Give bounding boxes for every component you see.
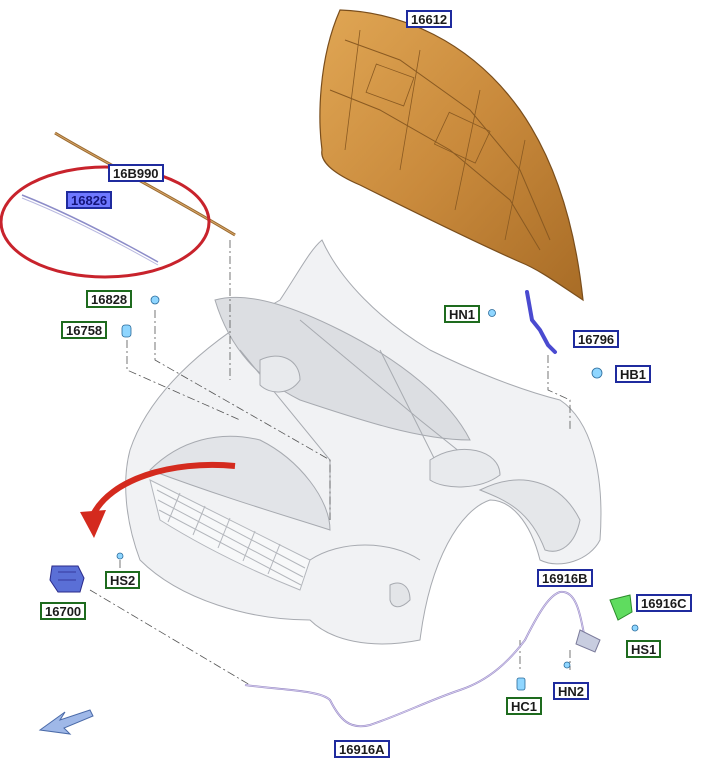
- callout-bumper: 16758: [61, 321, 108, 339]
- callout-cable-clip: HC1: [506, 697, 543, 715]
- callout-hinge-nut: HN1: [444, 305, 481, 323]
- hood-latch: [49, 565, 85, 593]
- callout-handle-nut: HN2: [553, 682, 590, 700]
- callout-hood-seal-upper: 16B990: [108, 164, 164, 182]
- callout-cable-b: 16916B: [537, 569, 593, 587]
- red-curved-arrow-icon: [80, 462, 236, 538]
- callout-latch-screw: HS2: [105, 571, 141, 589]
- callout-latch: 16700: [40, 602, 87, 620]
- callout-handle: 16916C: [636, 594, 692, 612]
- weatherstrip: [21, 194, 159, 263]
- callout-hood-seal: 16826: [66, 191, 113, 209]
- callout-clip: 16828: [86, 290, 133, 308]
- hood-panel: [319, 9, 584, 302]
- callout-hinge: 16796: [573, 330, 620, 348]
- compass-arrow-icon: [38, 709, 94, 735]
- release-handle: [575, 594, 633, 653]
- callout-cable-a: 16916A: [334, 740, 390, 758]
- front-grille: [149, 479, 311, 591]
- highlight-circle: [0, 165, 211, 279]
- hood-hinge: [525, 290, 557, 354]
- callout-handle-screw: HS1: [626, 640, 662, 658]
- callout-hood: 16612: [406, 10, 453, 28]
- callout-hinge-bolt: HB1: [615, 365, 652, 383]
